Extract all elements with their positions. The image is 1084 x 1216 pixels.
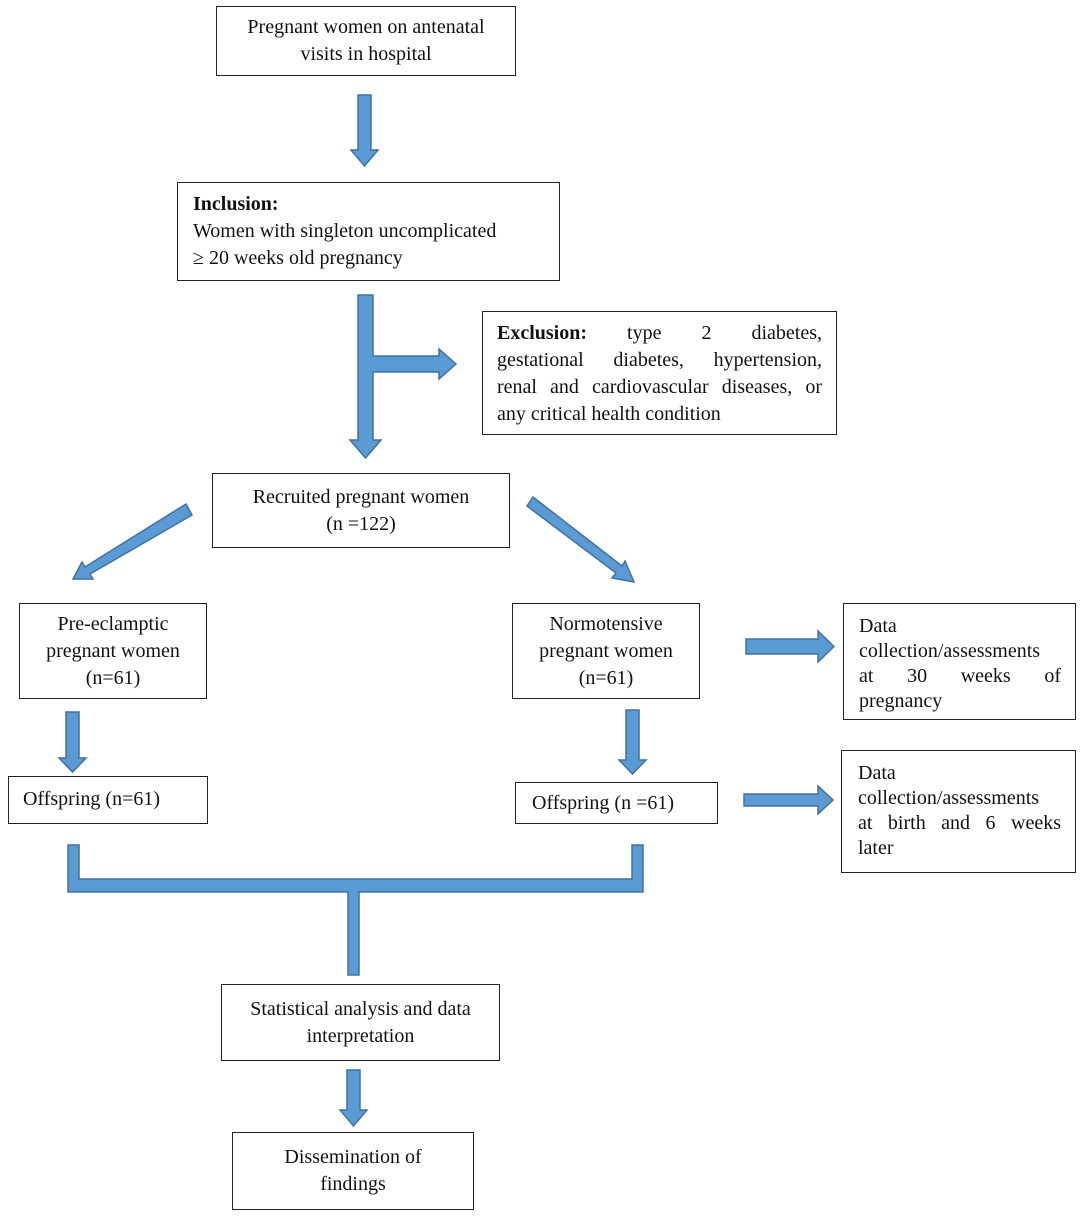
arrow-diag-left bbox=[71, 502, 194, 580]
antenatal-line1: Pregnant women on antenatal bbox=[247, 16, 485, 38]
inclusion-line2: ≥ 20 weeks old pregnancy bbox=[193, 247, 403, 269]
normotensive-line2: pregnant women bbox=[539, 639, 673, 662]
recruited-line2: (n =122) bbox=[326, 512, 396, 535]
arrow-diag-right bbox=[525, 495, 636, 583]
data-birth-box: Data collection/assessments at birth and… bbox=[841, 750, 1076, 873]
analysis-line2: interpretation bbox=[306, 1024, 415, 1047]
dissemination-line1: Dissemination of bbox=[284, 1146, 422, 1168]
antenatal-line2: visits in hospital bbox=[300, 43, 432, 65]
arrow-down-exclusion-branch bbox=[348, 294, 458, 460]
exclusion-line2: gestational diabetes, hypertension, bbox=[497, 349, 822, 371]
offspring-right-label: Offspring (n =61) bbox=[532, 792, 675, 814]
recruited-box: Recruited pregnant women (n =122) bbox=[212, 473, 510, 548]
data-birth-line1: Data bbox=[858, 762, 896, 784]
arrow-down-left-offspring bbox=[57, 711, 88, 774]
dissemination-line2: findings bbox=[320, 1173, 386, 1195]
merge-bracket bbox=[67, 844, 644, 976]
data-30wk-line3: at 30 weeks of bbox=[859, 665, 1061, 687]
data-30wk-box: Data collection/assessments at 30 weeks … bbox=[843, 603, 1076, 720]
arrow-right-data-30wk bbox=[745, 629, 836, 664]
exclusion-line3: renal and cardiovascular diseases, or bbox=[497, 376, 822, 398]
data-birth-line4: later bbox=[858, 837, 894, 859]
exclusion-line1: Exclusion: type 2 diabetes, bbox=[497, 320, 822, 347]
arrow-down-1 bbox=[349, 94, 380, 168]
inclusion-line1: Women with singleton uncomplicated bbox=[193, 220, 497, 242]
offspring-left-label: Offspring (n=61) bbox=[23, 788, 161, 810]
data-30wk-line2: collection/assessments bbox=[859, 640, 1041, 662]
preeclamptic-line1: Pre-eclamptic bbox=[57, 612, 169, 635]
inclusion-box: Inclusion: Women with singleton uncompli… bbox=[177, 182, 560, 281]
analysis-box: Statistical analysis and data interpreta… bbox=[221, 984, 500, 1061]
normotensive-line3: (n=61) bbox=[578, 666, 634, 689]
arrow-down-final bbox=[338, 1069, 369, 1128]
exclusion-box: Exclusion: type 2 diabetes, gestational … bbox=[482, 311, 837, 435]
data-birth-line3: at birth and 6 weeks bbox=[858, 812, 1061, 834]
preeclamptic-line2: pregnant women bbox=[46, 639, 180, 662]
recruited-line1: Recruited pregnant women bbox=[252, 485, 470, 508]
arrow-right-data-birth bbox=[743, 784, 835, 816]
offspring-right-box: Offspring (n =61) bbox=[515, 782, 718, 824]
data-30wk-line4: pregnancy bbox=[859, 690, 943, 712]
data-30wk-line1: Data bbox=[859, 615, 897, 637]
antenatal-visits-box: Pregnant women on antenatal visits in ho… bbox=[216, 6, 516, 76]
inclusion-heading: Inclusion: bbox=[193, 193, 279, 215]
dissemination-box: Dissemination of findings bbox=[232, 1132, 474, 1210]
analysis-line1: Statistical analysis and data bbox=[250, 997, 471, 1020]
preeclamptic-box: Pre-eclamptic pregnant women (n=61) bbox=[19, 603, 207, 699]
offspring-left-box: Offspring (n=61) bbox=[8, 776, 208, 824]
exclusion-heading: Exclusion: bbox=[497, 322, 588, 344]
normotensive-line1: Normotensive bbox=[549, 612, 663, 635]
exclusion-line1-rest: type 2 diabetes, bbox=[627, 322, 822, 344]
normotensive-box: Normotensive pregnant women (n=61) bbox=[512, 603, 700, 699]
arrow-down-right-offspring bbox=[617, 709, 648, 776]
data-birth-line2: collection/assessments bbox=[858, 787, 1040, 809]
exclusion-line4: any critical health condition bbox=[497, 403, 721, 425]
preeclamptic-line3: (n=61) bbox=[85, 666, 141, 689]
